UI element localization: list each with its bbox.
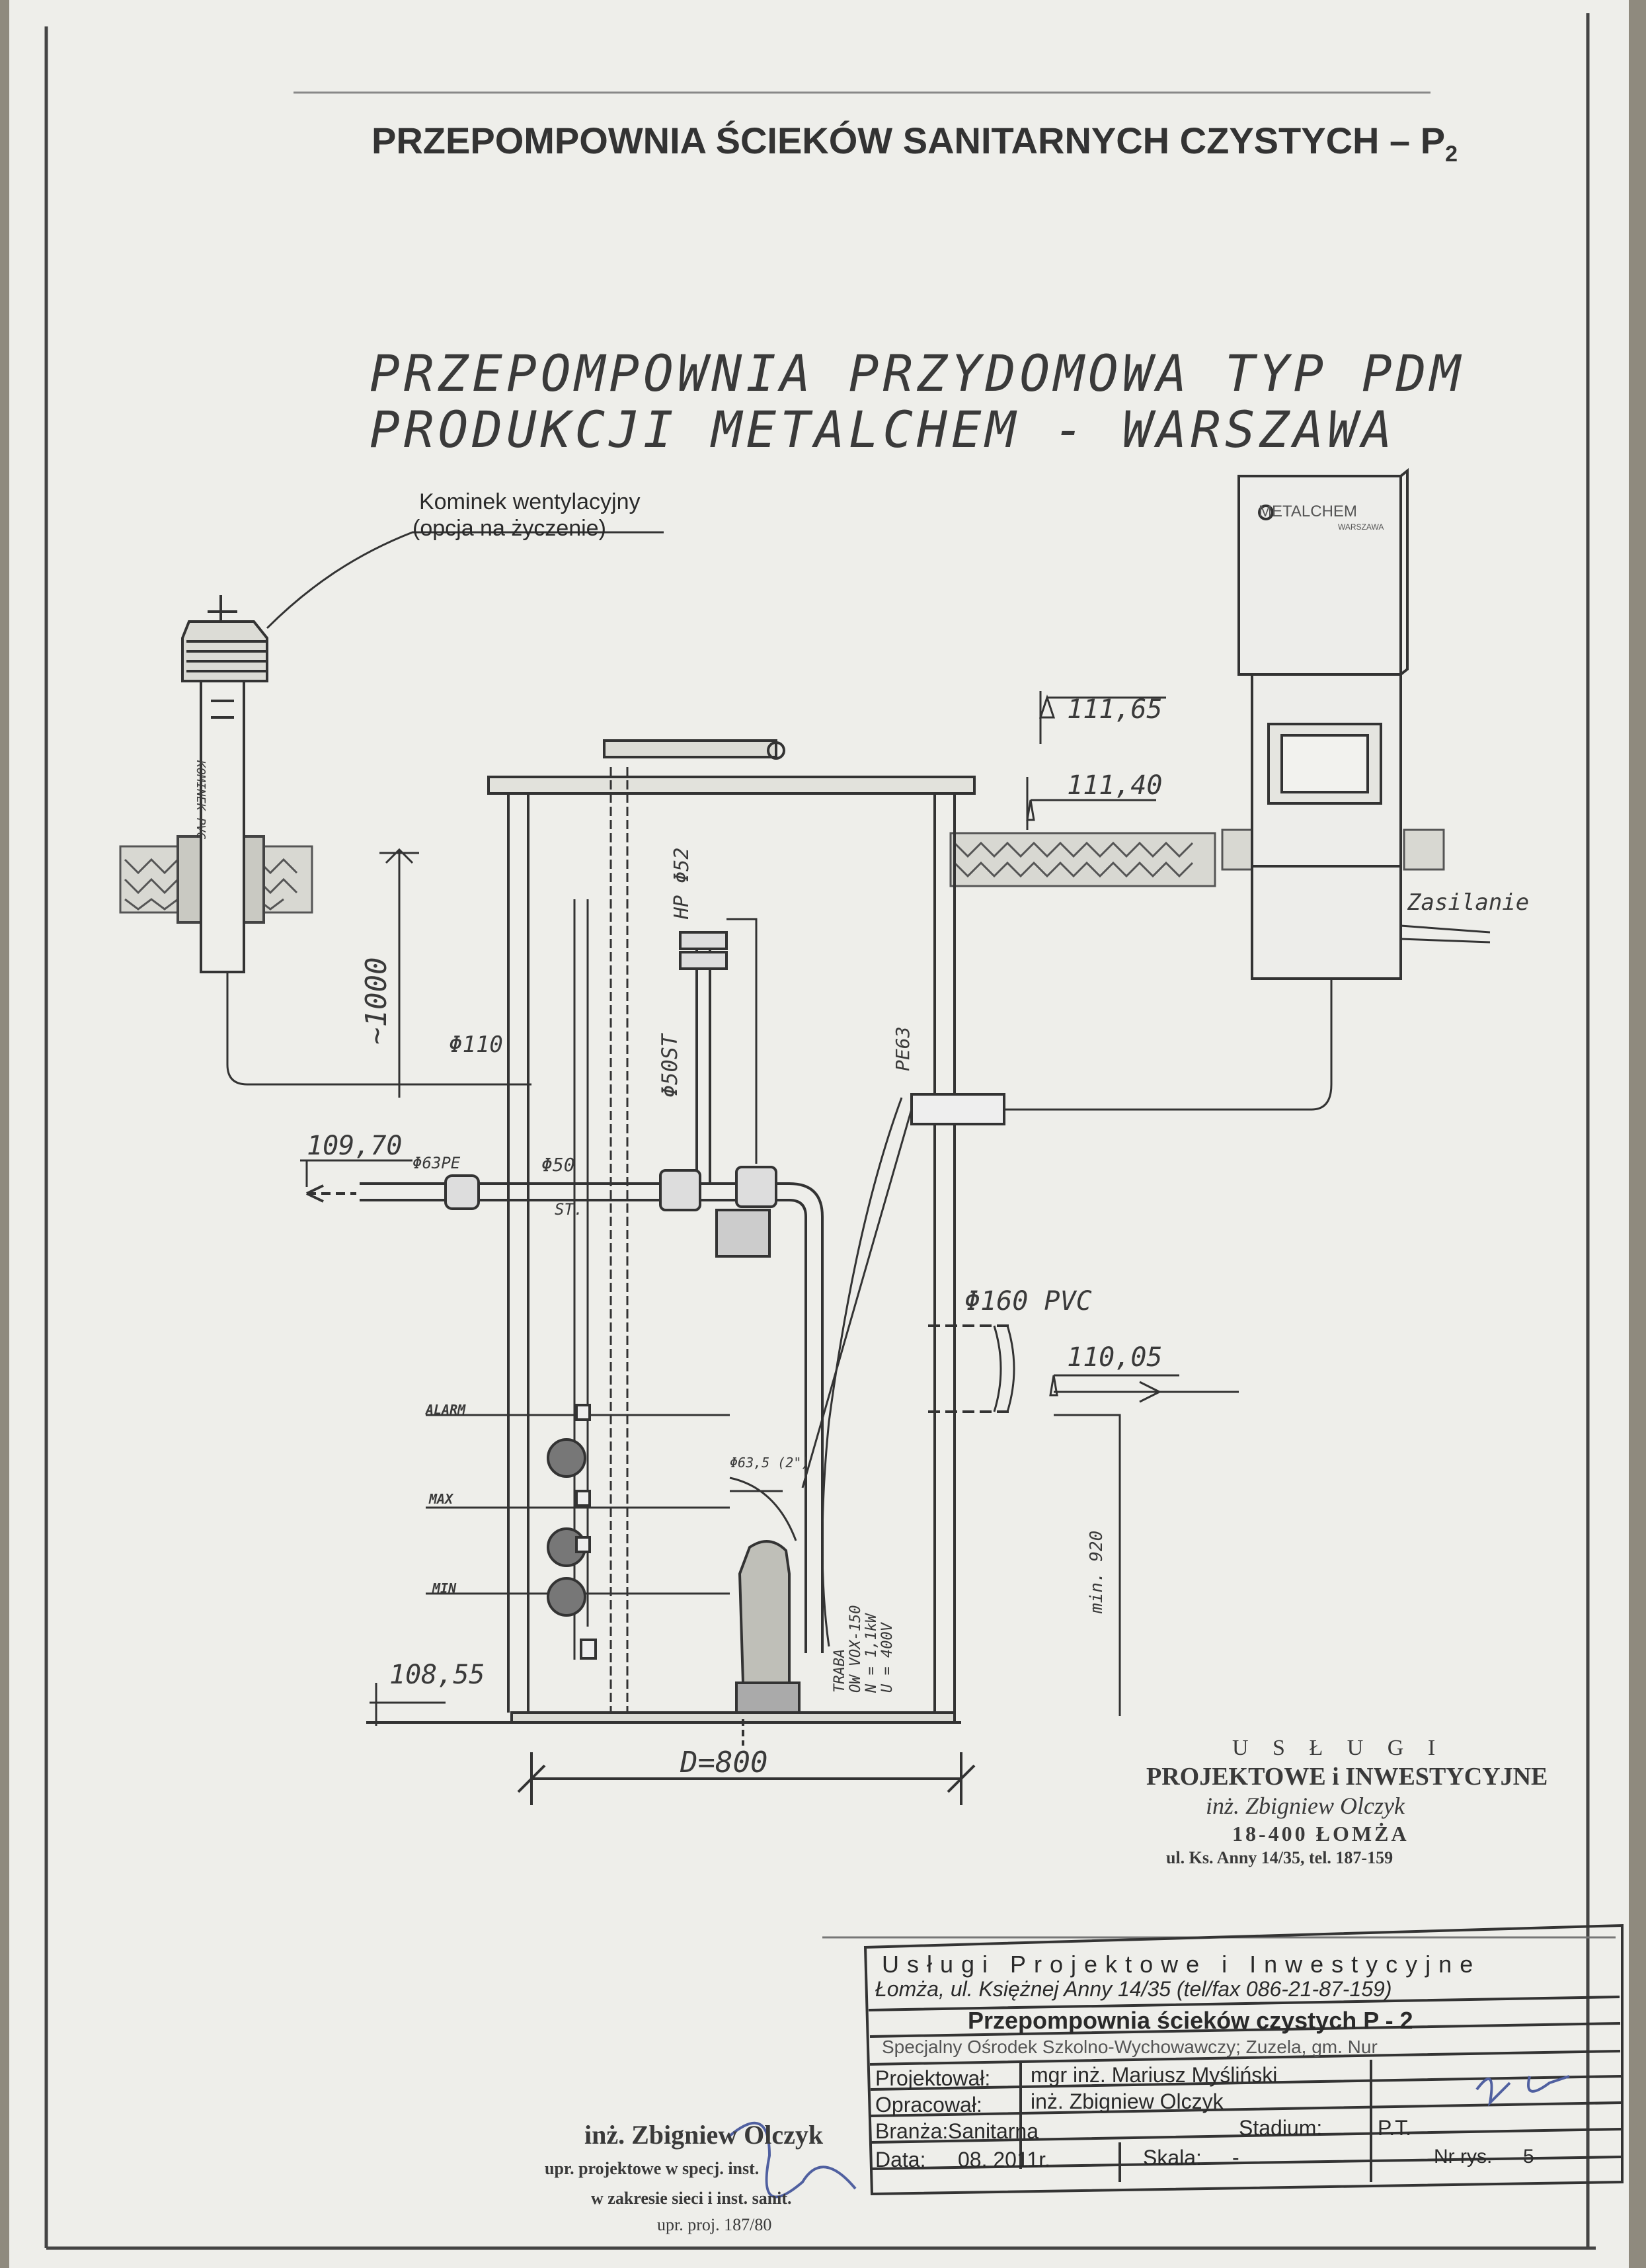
sheet-title-text: PRZEPOMPOWNIA ŚCIEKÓW SANITARNYCH CZYSTY… (372, 120, 1446, 161)
pipe-hp52-label: HP Φ52 (670, 847, 693, 919)
signature-right (1475, 2075, 1570, 2107)
diameter-label: D=800 (680, 1746, 768, 1779)
vent-label: Kominek wentylacyjny (419, 489, 641, 514)
vent-pipe-label: KOMINEK PVC (194, 760, 208, 840)
tb-nr-label: Nr rys. (1434, 2146, 1493, 2167)
drawing-sheet: PRZEPOMPOWNIA ŚCIEKÓW SANITARNYCH CZYSTY… (9, 0, 1629, 2268)
signature-stamp-line2: upr. projektowe w specj. inst. (545, 2159, 760, 2178)
float-alarm-label: ALARM (426, 1402, 466, 1418)
tb-data-value: 08. 2011r. (958, 2148, 1050, 2171)
pipe-50st-label: Φ50ST (657, 1033, 682, 1098)
tb-stadium-label: Stadium: (1239, 2116, 1323, 2140)
tb-company: Usługi Projektowe i Inwestycyjne (882, 1951, 1481, 1978)
tb-nr-value: 5 (1523, 2146, 1534, 2167)
pipe-st-label: ST. (555, 1200, 584, 1219)
min-depth-label: min. 920 (1087, 1530, 1107, 1613)
tb-branza-label: Branża: (875, 2119, 949, 2143)
stamp-line3: inż. Zbigniew Olczyk (1206, 1793, 1405, 1819)
pump-chamber (306, 739, 1333, 1805)
sheet-title-subscript: 2 (1445, 142, 1458, 167)
power-label: Zasilanie (1407, 889, 1530, 916)
stamp-line1: U S Ł U G I (1232, 1736, 1445, 1760)
outlet-pipe-label: Φ63PE (412, 1154, 461, 1172)
pump-spec-line: OW VOX-150 (847, 1605, 864, 1693)
stamp-line5: ul. Ks. Anny 14/35, tel. 187-159 (1166, 1848, 1393, 1867)
tb-skala-value: - (1232, 2146, 1239, 2169)
signature-stamp-line3: w zakresie sieci i inst. sanit. (591, 2189, 792, 2208)
cabinet-brand: METALCHEM (1259, 503, 1357, 520)
tb-opracowal-label: Opracował: (875, 2093, 982, 2117)
tb-data-label: Data: (875, 2148, 926, 2171)
level-inlet: 110,05 (1067, 1342, 1163, 1373)
level-markers (300, 691, 1179, 1726)
tb-skala-label: Skala: (1143, 2146, 1202, 2169)
level-bottom: 108,55 (389, 1660, 485, 1690)
inlet-pipe-label: Φ160 PVC (964, 1286, 1092, 1316)
sheet-title: PRZEPOMPOWNIA ŚCIEKÓW SANITARNYCH CZYSTY… (372, 119, 1458, 167)
cabinet-brand-sub: WARSZAWA (1338, 522, 1384, 532)
stamp-line2: PROJEKTOWE i INWESTYCYJNE (1146, 1763, 1548, 1791)
vent-pipe-diameter: Φ110 (449, 1032, 503, 1058)
signature-left (728, 2121, 857, 2199)
pump-spec-line: N = 1,1kW (863, 1613, 880, 1693)
pump-spec: TRABA OW VOX-150 N = 1,1kW U = 400V (832, 1605, 896, 1693)
technical-drawing (44, 13, 1624, 2250)
control-cabinet (1237, 467, 1491, 980)
drawing-title-line1: PRZEPOMPOWNIA PRZYDOMOWA TYP PDM (370, 344, 1465, 403)
tb-location: Specjalny Ośrodek Szkolno-Wychowawczy; Z… (882, 2037, 1378, 2057)
pipe-50-label: Φ50 (541, 1154, 575, 1176)
level-ground: 111,40 (1067, 770, 1163, 801)
drawing-title-line2: PRODUKCJI METALCHEM - WARSZAWA (370, 400, 1396, 459)
signature-stamp-name: inż. Zbigniew Olczyk (584, 2120, 824, 2150)
tb-title: Przepompownia ścieków czystych P - 2 (968, 2007, 1413, 2034)
vent-option-label: (opcja na życzenie) (412, 516, 606, 541)
depth-label: ~1000 (360, 957, 393, 1045)
tb-projektowal-label: Projektował: (875, 2066, 991, 2090)
cable-pe63-label: PE63 (892, 1026, 914, 1071)
title-block-frame (822, 1924, 1624, 2196)
tb-opracowal-value: inż. Zbigniew Olczyk (1031, 2089, 1224, 2113)
float-min-label: MIN (432, 1580, 457, 1596)
pump-hose-label: Φ63,5 (2") (730, 1455, 810, 1471)
float-max-label: MAX (429, 1491, 453, 1507)
tb-projektowal-value: mgr inż. Mariusz Myśliński (1031, 2063, 1278, 2087)
tb-branza-value: Sanitarna (948, 2119, 1039, 2143)
pump-spec-line: U = 400V (879, 1623, 896, 1693)
vent-chimney (176, 595, 268, 973)
tb-stadium-value: P.T. (1378, 2116, 1411, 2140)
signature-stamp-line4: upr. proj. 187/80 (657, 2215, 772, 2234)
level-top-cover: 111,65 (1067, 694, 1163, 725)
tb-address: Łomża, ul. Księżnej Anny 14/35 (tel/fax … (875, 1977, 1392, 2001)
pump-spec-line: TRABA (832, 1648, 848, 1693)
level-outlet: 109,70 (307, 1131, 403, 1161)
stamp-line4: 18-400 ŁOMŻA (1232, 1822, 1409, 1845)
